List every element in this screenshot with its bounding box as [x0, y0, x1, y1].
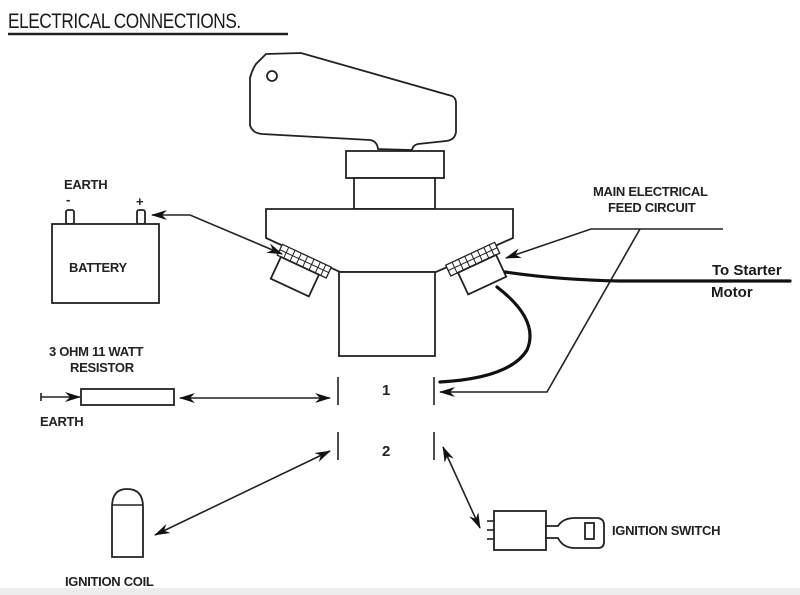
terminal-1-label: 1 — [382, 382, 390, 399]
right-terminal — [444, 241, 508, 296]
battery-negative-post — [65, 209, 75, 225]
main-feed-callout: MAIN ELECTRICAL FEED CIRCUIT — [439, 184, 723, 397]
left-terminal — [269, 243, 333, 298]
ignition-switch-label: IGNITION SWITCH — [612, 523, 720, 538]
lever-hole — [266, 70, 278, 82]
starter-label-line1: To Starter — [712, 262, 782, 279]
starter-cable-group: To Starter Motor — [503, 262, 792, 301]
battery-connection-arrow — [151, 210, 283, 255]
ignition-coil: IGNITION COIL — [65, 488, 154, 589]
terminal-jumper-cable — [438, 285, 532, 384]
ignition-key-slot — [584, 522, 595, 540]
main-feed-arrow-to-terminal — [505, 228, 723, 259]
battery-plus-label: + — [136, 194, 144, 209]
terminal-2-label: 2 — [382, 443, 390, 460]
starter-label-line2: Motor — [711, 284, 753, 301]
starter-motor-cable — [503, 270, 792, 283]
resistor-label-line2: RESISTOR — [70, 360, 135, 375]
battery-minus-label: - — [66, 192, 70, 207]
ignition-switch-connection-arrow — [442, 446, 481, 529]
main-feed-label-line1: MAIN ELECTRICAL — [593, 184, 708, 199]
battery: EARTH - + BATTERY — [51, 177, 160, 304]
switch-lever — [249, 52, 457, 151]
ignition-coil-label: IGNITION COIL — [65, 574, 154, 589]
battery-label: BATTERY — [69, 260, 127, 275]
bottom-edge — [0, 588, 800, 595]
resistor: 3 OHM 11 WATT RESISTOR EARTH — [40, 344, 175, 429]
battery-body — [51, 223, 160, 304]
switch-lower-body — [338, 271, 436, 357]
ignition-coil-body — [111, 488, 144, 558]
switch-neck — [353, 177, 436, 210]
master-switch — [249, 52, 514, 357]
battery-positive-post — [136, 209, 146, 225]
resistor-body — [80, 388, 175, 406]
ignition-switch-body — [493, 510, 547, 551]
terminal-posts: 1 2 — [337, 377, 435, 460]
ignition-key — [545, 517, 605, 549]
ignition-coil-connection-arrow — [154, 450, 331, 536]
resistor-label-line1: 3 OHM 11 WATT — [49, 344, 143, 359]
title-group: ELECTRICAL CONNECTIONS. — [8, 11, 288, 36]
resistor-earth-label: EARTH — [40, 414, 83, 429]
main-feed-arrow-to-post-1 — [439, 228, 641, 397]
switch-collar — [345, 150, 445, 179]
battery-earth-label: EARTH — [64, 177, 107, 192]
ignition-switch: IGNITION SWITCH — [487, 510, 720, 551]
diagram-title: ELECTRICAL CONNECTIONS. — [8, 11, 241, 34]
main-feed-label-line2: FEED CIRCUIT — [608, 200, 696, 215]
